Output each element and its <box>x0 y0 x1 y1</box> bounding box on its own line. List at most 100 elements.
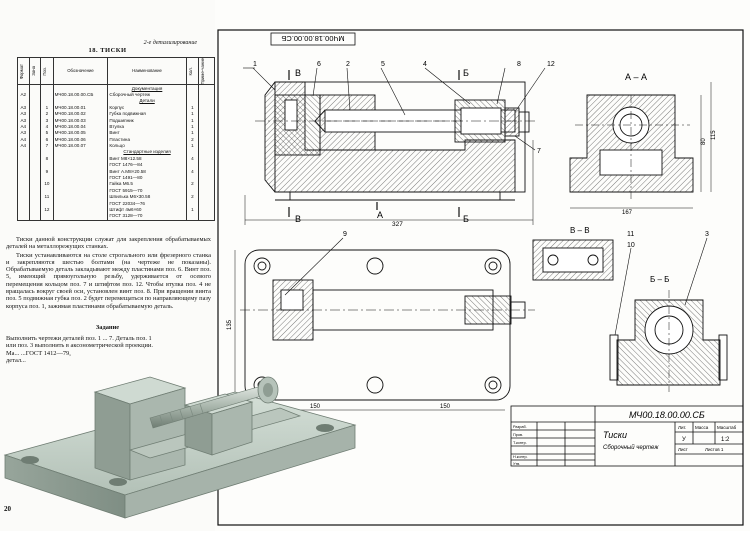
cell-pos: 5 <box>40 130 54 137</box>
title-block-subtitle: Сборочный чертеж <box>603 444 659 451</box>
section-mark-b-top: Б <box>463 68 469 78</box>
section-cut-marks <box>288 70 460 217</box>
spec-section-row: Стандартные изделия <box>17 149 215 156</box>
cell-name: Документация <box>107 84 187 92</box>
cell-note <box>198 111 215 118</box>
dim-height: 80 <box>701 138 707 145</box>
cell-note <box>198 91 215 99</box>
section-mark-v-bottom: В <box>295 214 301 224</box>
cell-code <box>52 84 109 92</box>
cell-note <box>198 168 215 175</box>
callout-12: 12 <box>547 61 555 68</box>
cell-qty <box>185 98 200 105</box>
length-dimension <box>244 140 534 225</box>
task-line: Выполнить чертежи деталей поз. 1 ... 7. … <box>6 335 152 342</box>
section-mark-v-top: В <box>295 68 301 78</box>
cell-qty: 1 <box>185 104 200 112</box>
cell-qty: 1 <box>185 123 200 131</box>
cell-pos: 12 <box>40 206 54 214</box>
cell-qty: 1 <box>185 117 200 124</box>
cell-note <box>198 117 215 124</box>
cell-pos: 8 <box>40 155 54 163</box>
col-pos: Поз. <box>40 56 54 86</box>
cell-note <box>198 181 215 188</box>
running-head: 2-е детализирование <box>143 40 197 46</box>
cell-code <box>52 213 109 221</box>
cell-qty: 2 <box>185 181 200 188</box>
top-stamp-box <box>270 32 356 46</box>
task-line: или поз. 3 выполнить в аксонометрической… <box>6 342 153 350</box>
dim-plan-height: 135 <box>227 319 233 330</box>
tb-sheet-label: Лист <box>678 447 688 452</box>
cell-qty <box>185 200 200 207</box>
drawing-sheet: МЧ00.18.00.00.СБ 1 <box>215 0 750 531</box>
cell-pos <box>40 213 54 221</box>
side-section-aa <box>569 94 694 200</box>
paragraph: Тиски данной конструкции служат для закр… <box>6 236 211 251</box>
section-title-bb: Б – Б <box>650 275 669 284</box>
cell-qty: 1 <box>185 111 200 118</box>
tb-role: Пров. <box>513 433 523 437</box>
cell-pos: 2 <box>40 111 54 118</box>
tb-role: Утв. <box>513 462 520 466</box>
callout-9: 9 <box>343 231 347 238</box>
cell-note <box>198 84 215 92</box>
cell-pos <box>40 187 54 195</box>
cell-pos: 10 <box>40 181 54 188</box>
callout-6: 6 <box>317 61 321 68</box>
title-block <box>510 405 744 467</box>
cell-note <box>198 206 215 214</box>
callout-3: 3 <box>705 231 709 238</box>
cell-pos: 4 <box>40 123 54 131</box>
task-line: детал... <box>6 356 26 364</box>
spec-row: ГОСТ 5915—70 <box>17 187 215 195</box>
cell-qty <box>185 187 200 195</box>
cell-pos: 9 <box>40 168 54 175</box>
cell-zone <box>28 213 42 221</box>
tb-scale-value: 1:2 <box>721 437 730 443</box>
col-name: Наименование <box>107 56 187 86</box>
section-title-vv: В – В <box>570 226 590 235</box>
cell-qty: 2 <box>185 136 200 143</box>
cell-qty <box>185 213 200 221</box>
page-number: 20 <box>4 505 11 513</box>
tb-sheets-label: Листов 1 <box>705 447 724 452</box>
cell-pos <box>40 98 54 105</box>
tb-role: Т.контр. <box>513 441 527 445</box>
col-code: Обозначение <box>52 56 109 86</box>
cell-pos <box>40 149 54 156</box>
side-dimensions <box>570 82 712 209</box>
cell-note <box>198 187 215 195</box>
cell-name: ГОСТ 3128—70 <box>107 213 187 221</box>
section-mark-a: А <box>377 210 383 220</box>
cell-note <box>198 149 215 156</box>
cell-pos: 1 <box>40 104 54 112</box>
dim-length: 327 <box>392 221 403 228</box>
cell-pos <box>40 200 54 207</box>
spec-section-row: Детали <box>17 98 215 105</box>
col-format: Формат <box>17 56 30 86</box>
front-callout-leaders <box>243 67 546 151</box>
dim-front-width: 167 <box>622 210 633 216</box>
cell-pos: 11 <box>40 194 54 201</box>
cell-qty <box>185 91 200 99</box>
top-stamp-code: МЧ00.18.00.00.СБ <box>281 34 344 43</box>
cell-format <box>17 84 30 92</box>
cell-note <box>198 104 215 112</box>
spec-row: ГОСТ 1476—84 <box>17 162 215 169</box>
sheet-frame <box>217 29 744 526</box>
spec-row: ГОСТ 1491—80 <box>17 174 215 182</box>
cell-note <box>198 142 215 150</box>
cell-note <box>198 155 215 163</box>
vise-3d-render <box>3 376 357 519</box>
cell-note <box>198 213 215 221</box>
